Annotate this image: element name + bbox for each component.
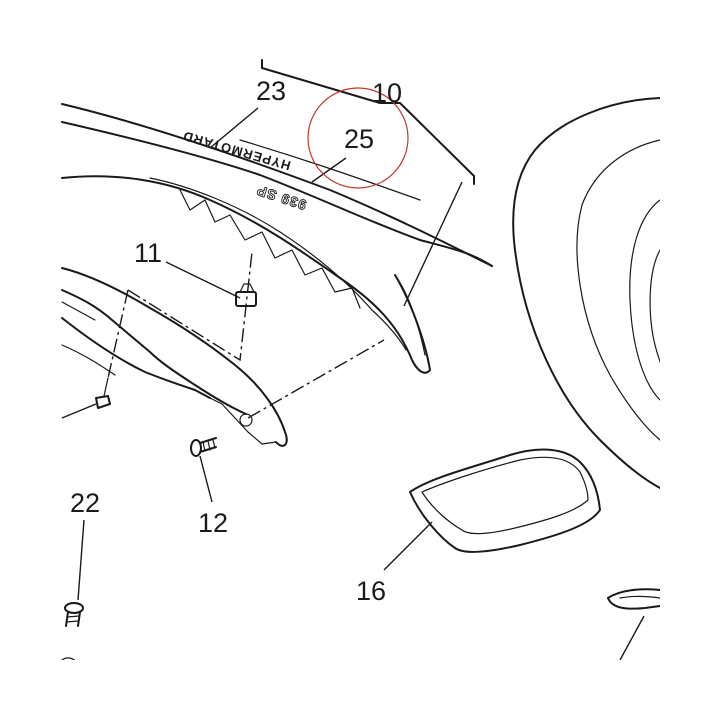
highlight-circle xyxy=(307,87,409,189)
leader-11 xyxy=(165,261,241,299)
screw-left xyxy=(95,377,111,409)
nut-clip-part xyxy=(235,283,257,307)
screw-22 xyxy=(61,602,84,665)
callout-10: 10 xyxy=(372,78,402,108)
callout-23: 23 xyxy=(256,76,286,106)
callout-22: 22 xyxy=(70,488,100,518)
tail-cover-upper xyxy=(61,103,493,374)
bottom-crop xyxy=(0,660,720,720)
seat xyxy=(512,97,661,489)
pad-16 xyxy=(409,448,601,553)
assembly-lines xyxy=(107,251,385,419)
leader-25 xyxy=(311,157,347,183)
leader-22 xyxy=(77,519,85,601)
handle-part xyxy=(607,588,661,610)
leader-23 xyxy=(209,107,259,149)
leader-10 xyxy=(403,181,463,307)
leader-16 xyxy=(383,521,433,571)
screw-12 xyxy=(190,437,217,457)
bracket-10 xyxy=(261,59,475,185)
leader-12 xyxy=(199,455,213,503)
leader-handle xyxy=(619,615,645,661)
right-crop xyxy=(660,0,720,720)
side-panel xyxy=(61,267,288,447)
decal-model: 939 SP xyxy=(254,182,308,213)
leader-left-screw xyxy=(61,403,97,419)
callout-12: 12 xyxy=(198,508,228,538)
callout-11: 11 xyxy=(134,238,162,268)
callout-16: 16 xyxy=(356,576,386,606)
left-crop xyxy=(0,0,60,720)
callout-25: 25 xyxy=(344,124,374,154)
